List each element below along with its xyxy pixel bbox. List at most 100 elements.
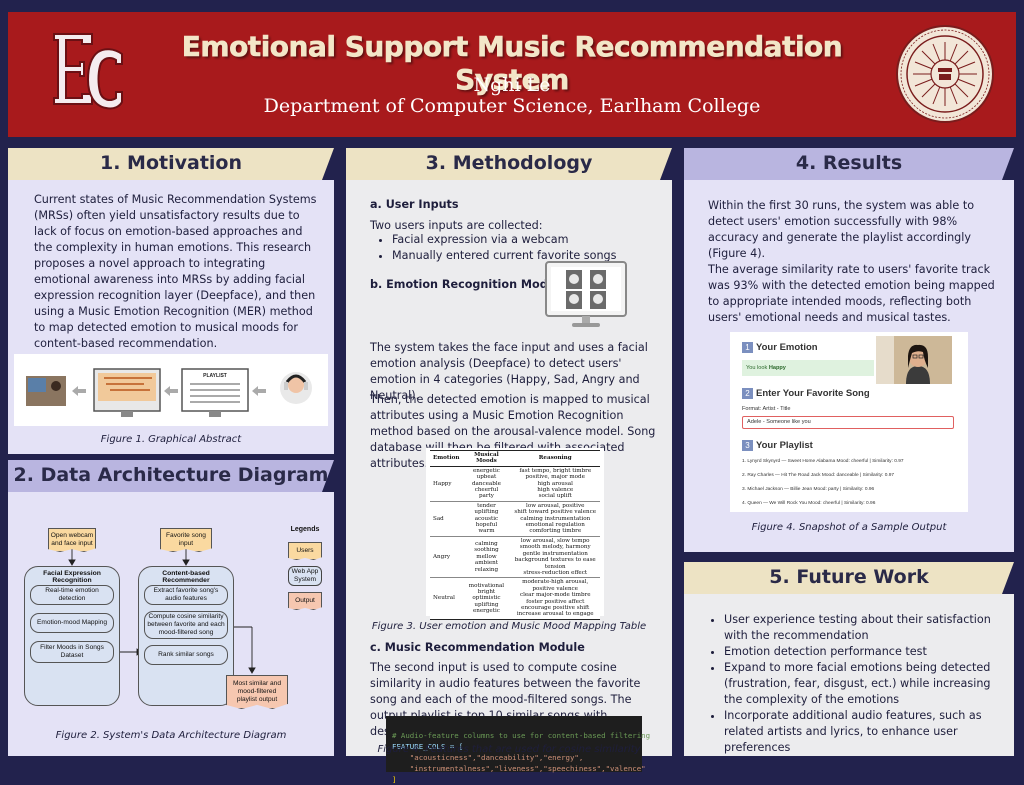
- step3-title: Your Playlist: [756, 440, 813, 451]
- code-line: FEATURE_COLS = [: [392, 742, 464, 751]
- department: Department of Computer Science, Earlham …: [263, 95, 761, 117]
- fer-title: Facial Expression Recognition: [43, 570, 101, 584]
- fer-mapping-node: Emotion-mood Mapping: [30, 613, 114, 633]
- step3-number: 3: [742, 440, 753, 451]
- table-header: Reasoning: [510, 450, 600, 467]
- table-cell-moods: energetic upbeat danceable cheerful part…: [462, 466, 511, 502]
- favorite-song-input[interactable]: Adele - Someone like you: [742, 416, 954, 429]
- webcam-snapshot: [876, 336, 952, 384]
- playlist-item: 3. Michael Jackson — Billie Jean Mood: p…: [742, 487, 875, 492]
- table-cell-moods: motivational bright optimistic uplifting…: [462, 577, 511, 620]
- results-heading: 4. Results: [684, 148, 1014, 180]
- future-work-item: User experience testing about their sati…: [724, 612, 1002, 644]
- monitor-faces-icon: [545, 261, 627, 327]
- methodology-heading: 3. Methodology: [346, 148, 672, 180]
- cbr-rank-node: Rank similar songs: [144, 645, 228, 665]
- webcam-input-node: Open webcam and face input: [48, 528, 96, 552]
- motivation-heading: 1. Motivation: [8, 148, 334, 180]
- playlist-item: 4. Queen — We Will Rock You Mood: cheerf…: [742, 501, 876, 506]
- table-cell-reasoning: low arousal, slow tempo smooth melody, h…: [510, 536, 600, 579]
- future-work-item: Expand to more facial emotions being det…: [724, 660, 1002, 708]
- earlham-college-seal: [896, 25, 994, 123]
- recommendation-module-title: c. Music Recommendation Module: [370, 641, 585, 654]
- earlham-ec-logo: [53, 33, 123, 110]
- figure2-caption: Figure 2. System's Data Architecture Dia…: [55, 730, 287, 741]
- format-label: Format: Artist - Title: [742, 406, 791, 412]
- cbr-extract-node: Extract favorite song's audio features: [144, 585, 228, 605]
- step1-number: 1: [742, 342, 753, 353]
- emotion-value: Happy: [768, 365, 786, 371]
- legend-web-app: Web App System: [288, 566, 322, 586]
- results-text-2: The average similarity rate to users' fa…: [708, 263, 995, 324]
- legend-title: Legends: [290, 526, 320, 533]
- table-header: Emotion: [430, 450, 463, 467]
- legend-box: Legends Users Web App System Output: [280, 526, 330, 638]
- results-text-1: Within the first 30 runs, the system was…: [708, 199, 975, 260]
- table-cell-reasoning: fast tempo, bright timbre positive, majo…: [510, 466, 600, 502]
- architecture-body: Open webcam and face input Favorite song…: [8, 492, 334, 756]
- user-inputs-title: a. User Inputs: [370, 198, 459, 211]
- architecture-panel: 2. Data Architecture Diagram Open webcam…: [8, 460, 334, 756]
- results-body: Within the first 30 runs, the system was…: [684, 180, 1014, 552]
- user-input-item: Manually entered current favorite songs: [392, 248, 656, 264]
- favorite-song-input-node: Favorite song input: [160, 528, 212, 552]
- playlist-item: 1. Lynyrd Skynyrd — Sweet Home Alabama M…: [742, 459, 904, 464]
- code-line: "acousticness","danceability","energy",: [392, 753, 584, 762]
- future-work-body: User experience testing about their sati…: [684, 594, 1014, 756]
- code-line: # Audio-feature columns to use for conte…: [392, 731, 651, 740]
- methodology-body: a. User Inputs Two users inputs are coll…: [346, 180, 672, 784]
- table-cell-emotion: Angry: [430, 536, 463, 579]
- sample-output-screenshot: 1 Your Emotion You look Happy 2: [730, 332, 968, 512]
- figure3-caption: Figure 3. User emotion and Music Mood Ma…: [371, 621, 647, 632]
- playlist-output-node: Most similar and mood-filtered playlist …: [226, 675, 288, 709]
- legend-output: Output: [288, 592, 322, 610]
- step2-number: 2: [742, 388, 753, 399]
- user-input-item: Facial expression via a webcam: [392, 232, 656, 248]
- table-cell-reasoning: low arousal, positive shift toward posit…: [510, 501, 600, 537]
- code-line: "instrumentalness","liveness","speechine…: [392, 764, 646, 773]
- playlist-label: PLAYLIST: [203, 373, 227, 379]
- cbr-title: Content-based Recommender: [162, 570, 210, 584]
- emotion-prefix: You look: [746, 365, 769, 371]
- playlist-item: 2. Ray Charles — Hit The Road Jack Mood:…: [742, 473, 895, 478]
- step1-title: Your Emotion: [756, 342, 818, 353]
- graphical-abstract-figure: PLAYLIST: [14, 354, 328, 426]
- step2-title: Enter Your Favorite Song: [756, 388, 870, 399]
- step3-header: 3 Your Playlist: [742, 440, 813, 451]
- table-cell-emotion: Neutral: [430, 577, 463, 620]
- table-cell-emotion: Sad: [430, 501, 463, 537]
- future-work-heading: 5. Future Work: [684, 562, 1014, 594]
- recommendation-module-text: The second input is used to compute cosi…: [370, 661, 641, 738]
- user-inputs-list: Facial expression via a webcam Manually …: [376, 232, 656, 264]
- fer-realtime-node: Real-time emotion detection: [30, 585, 114, 605]
- table-header: Musical Moods: [462, 450, 511, 467]
- user-inputs-text: Two users inputs are collected:: [370, 219, 543, 232]
- figure4-caption: Figure 4. Snapshot of a Sample Output: [751, 522, 947, 533]
- emotion-result-box: You look Happy: [742, 360, 874, 376]
- figure4-code-caption: Figure 4. Features that are used for cos…: [377, 744, 641, 755]
- step1-header: 1 Your Emotion: [742, 342, 818, 353]
- future-work-list: User experience testing about their sati…: [708, 612, 1002, 756]
- results-panel: 4. Results Within the first 30 runs, the…: [684, 148, 1014, 552]
- poster-title: Emotional Support Music Recommendation S…: [181, 30, 843, 97]
- legend-users: Users: [288, 542, 322, 560]
- future-work-item: Incorporate additional audio features, s…: [724, 708, 1002, 756]
- motivation-body: Current states of Music Recommendation S…: [8, 180, 334, 454]
- motivation-text: Current states of Music Recommendation S…: [34, 193, 317, 350]
- fer-filter-node: Filter Moods in Songs Dataset: [30, 641, 114, 663]
- cbr-cosine-node: Compute cosine similarity between favori…: [144, 611, 228, 639]
- step2-header: 2 Enter Your Favorite Song: [742, 388, 870, 399]
- table-cell-emotion: Happy: [430, 466, 463, 502]
- table-cell-moods: calming soothing mellow ambient relaxing: [462, 536, 511, 579]
- motivation-panel: 1. Motivation Current states of Music Re…: [8, 148, 334, 454]
- future-work-item: Emotion detection performance test: [724, 644, 1002, 660]
- emotion-module-text-1: The system takes the face input and uses…: [370, 341, 648, 402]
- methodology-panel: 3. Methodology a. User Inputs Two users …: [346, 148, 672, 784]
- figure1-caption: Figure 1. Graphical Abstract: [100, 434, 242, 445]
